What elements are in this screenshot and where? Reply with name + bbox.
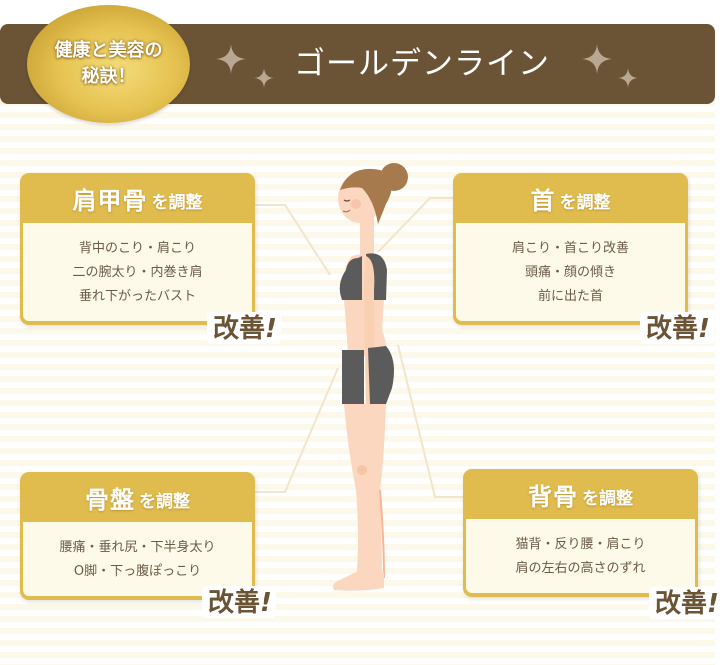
exclamation-mark: ! [698,314,710,344]
improvement-text: 改善 [213,314,266,344]
card-header: 骨盤 を調整 [23,472,252,522]
card-line: O脚・下っ腹ぽっこり [73,564,202,579]
card-spine: 背骨 を調整 猫背・反り腰・肩こり 肩の左右の高さのずれ [463,469,698,597]
card-header: 肩甲骨 を調整 [23,173,252,223]
card-line: 猫背・反り腰・肩こり [515,537,646,552]
exclamation-mark: ! [707,589,719,619]
improvement-label: 改善! [640,312,714,344]
card-line: 二の腕太り・内巻き肩 [72,265,203,280]
card-line: 頭痛・顔の傾き [524,265,616,280]
sparkle-icon [254,68,274,88]
sparkle-icon [216,44,246,74]
badge-text-line1: 健康と美容の [54,40,163,61]
card-title-suffix: を調整 [139,491,190,512]
card-body: 背中のこり・肩こり 二の腕太り・内巻き肩 垂れ下がったバスト [23,223,252,321]
card-line: 肩の左右の高さのずれ [515,561,646,576]
card-title-main: 骨盤 [85,485,135,514]
card-line: 腰痛・垂れ尻・下半身太り [59,540,216,555]
card-body: 腰痛・垂れ尻・下半身太り O脚・下っ腹ぽっこり [23,522,252,596]
card-line: 前に出た首 [537,289,603,304]
exclamation-mark: ! [265,314,277,344]
card-pelvis: 骨盤 を調整 腰痛・垂れ尻・下半身太り O脚・下っ腹ぽっこり [20,472,255,600]
card-neck: 首 を調整 肩こり・首こり改善 頭痛・顔の傾き 前に出た首 [453,173,688,325]
woman-standing-side-profile-icon [332,163,408,591]
sparkle-icon [582,44,612,74]
improvement-text: 改善 [655,589,708,619]
card-title-suffix: を調整 [151,192,203,213]
improvement-label: 改善! [202,586,276,618]
sparkle-icon [618,68,638,88]
improvement-label: 改善! [649,587,723,619]
card-body: 猫背・反り腰・肩こり 肩の左右の高さのずれ [466,519,695,593]
improvement-text: 改善 [646,314,699,344]
improvement-text: 改善 [208,588,261,618]
card-shoulder-blade: 肩甲骨 を調整 背中のこり・肩こり 二の腕太り・内巻き肩 垂れ下がったバスト [20,173,255,325]
card-title-suffix: を調整 [582,488,633,509]
card-header: 首 を調整 [456,173,685,223]
exclamation-mark: ! [260,588,272,618]
card-line: 垂れ下がったバスト [78,289,196,304]
gold-badge: 健康と美容の 秘訣！ [27,5,190,123]
card-header: 背骨 を調整 [466,469,695,519]
page-title: ゴールデンライン [294,46,550,82]
card-body: 肩こり・首こり改善 頭痛・顔の傾き 前に出た首 [456,223,685,321]
card-line: 背中のこり・肩こり [78,241,196,256]
card-title-main: 肩甲骨 [72,186,148,215]
card-title-main: 背骨 [528,482,578,511]
card-title-suffix: を調整 [559,192,611,213]
improvement-label: 改善! [207,312,281,344]
card-line: 肩こり・首こり改善 [511,241,629,256]
badge-text-line2: 秘訣！ [81,66,136,87]
card-title-main: 首 [530,186,556,215]
